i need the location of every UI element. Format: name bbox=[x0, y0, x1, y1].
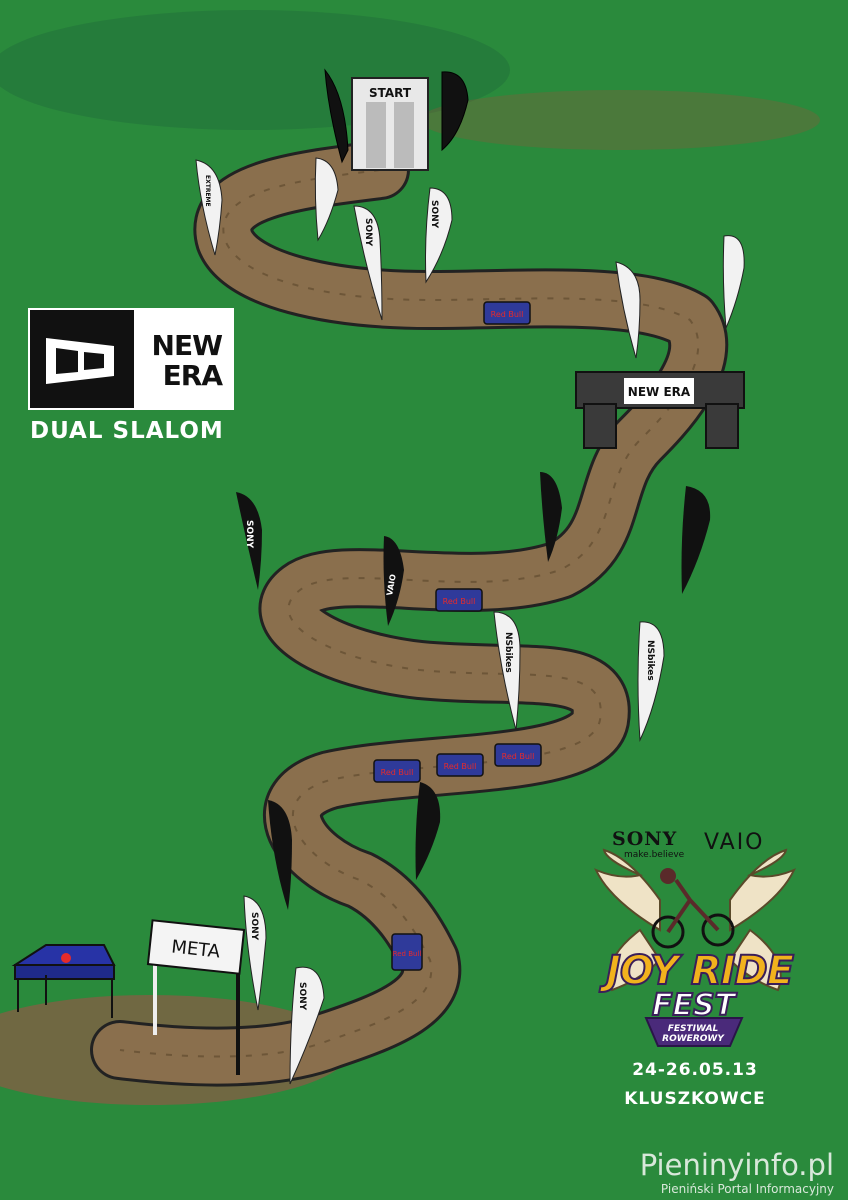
feather-flag bbox=[324, 68, 349, 164]
dirt-patch bbox=[420, 90, 820, 150]
feather-flag bbox=[195, 159, 223, 256]
flag-vaio-text: VAIO bbox=[385, 573, 398, 596]
feather-flag bbox=[415, 782, 441, 880]
bull-banner-text: Red Bull bbox=[444, 762, 477, 771]
feather-flag bbox=[289, 966, 325, 1085]
event-location: KLUSZKOWCE bbox=[624, 1089, 766, 1109]
flag-ns-text: NSbikes bbox=[645, 640, 655, 681]
flag-sony-text: SONY bbox=[429, 200, 439, 229]
event-date: 24-26.05.13 bbox=[632, 1060, 758, 1080]
brand-logo-panel bbox=[134, 310, 232, 408]
feather-flag bbox=[236, 492, 262, 590]
feather-flag bbox=[383, 536, 404, 626]
flag-extreme-text: EXTREME bbox=[204, 175, 211, 207]
flag-emblem-icon bbox=[46, 338, 114, 384]
finish-arch: NEW ERA bbox=[575, 371, 745, 449]
flag-sony-text: SONY bbox=[363, 218, 373, 247]
bull-banner-text: Red Bull bbox=[502, 752, 535, 761]
feather-flag bbox=[681, 486, 711, 594]
feather-flag bbox=[314, 157, 339, 242]
finish-label: META bbox=[170, 936, 221, 962]
fest-wings bbox=[594, 848, 796, 1047]
flag-sony-text: SONY bbox=[249, 912, 259, 941]
feather-flag bbox=[493, 611, 521, 731]
watermark-tagline: Pieniński Portal Informacyjny bbox=[660, 1182, 834, 1196]
bike-wheel bbox=[701, 913, 735, 947]
arch-logo: NEW ERA bbox=[628, 385, 691, 399]
feather-flags: SONY VAIO EXTREME SONY SONY NSbikes NSbi… bbox=[195, 68, 745, 1085]
bull-banner-text: Red Bull bbox=[381, 768, 414, 777]
bull-banner-text: Red Bull bbox=[443, 597, 476, 606]
fest-name: JOY RIDE bbox=[605, 947, 795, 995]
start-gate: START bbox=[351, 77, 429, 171]
brand-word-new: NEW bbox=[151, 329, 223, 362]
feather-flag bbox=[353, 205, 383, 321]
sponsor-vaio: VAIO bbox=[704, 830, 765, 855]
brand-logo: NEW ERA bbox=[28, 308, 234, 410]
fest-ribbon bbox=[644, 1017, 744, 1047]
start-label: START bbox=[369, 86, 412, 100]
feather-flag bbox=[615, 261, 641, 359]
feather-flag bbox=[540, 472, 562, 562]
feather-flag bbox=[425, 187, 453, 284]
rider-silhouette bbox=[666, 878, 720, 934]
feather-flag bbox=[722, 235, 745, 329]
feather-flag bbox=[243, 895, 267, 1011]
brand-word-era: ERA bbox=[162, 359, 223, 392]
flag-ns-text: NSbikes bbox=[503, 632, 513, 673]
bike-wheel bbox=[651, 915, 685, 949]
feather-flag bbox=[268, 800, 292, 910]
fest-subtitle: FESTIWAL ROWEROWY bbox=[662, 1024, 724, 1044]
finish-banner: META bbox=[146, 919, 246, 1075]
flag-sony-text: SONY bbox=[297, 982, 307, 1011]
sponsor-sony: SONY bbox=[612, 828, 678, 850]
bull-tent bbox=[11, 944, 116, 1018]
feather-flag bbox=[637, 621, 665, 742]
bull-banners: Red Bull Red Bull Red Bull Red Bull Red … bbox=[373, 301, 542, 971]
event-title: DUAL SLALOM bbox=[30, 418, 224, 444]
sponsor-tagline: make.believe bbox=[624, 850, 685, 860]
feather-flag bbox=[441, 71, 469, 152]
bull-banner-text: Red Bull bbox=[491, 310, 524, 319]
flag-sony-text: SONY bbox=[244, 520, 254, 549]
watermark-site: Pieninyinfo.pl bbox=[639, 1148, 834, 1182]
fest-word: FEST bbox=[651, 987, 736, 1024]
bull-banner-text: Red Bull bbox=[393, 950, 422, 958]
